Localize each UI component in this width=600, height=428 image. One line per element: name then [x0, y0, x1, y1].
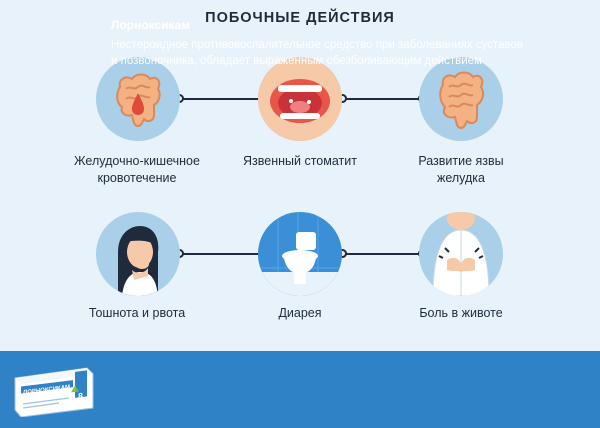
caption-abdominal-pain: Боль в животе: [371, 305, 551, 322]
connector-line: [179, 253, 263, 255]
footer-banner: [0, 351, 600, 428]
caption-line: желудка: [436, 171, 486, 185]
caption-stomatitis: Язвенный стоматит: [210, 153, 390, 170]
caption-line: Боль в животе: [419, 306, 503, 320]
package-brand: ЛОРНОКСИКАМ: [23, 385, 70, 397]
page-title: ПОБОЧНЫЕ ДЕЙСТВИЯ: [205, 10, 395, 26]
caption-line: Тошнота и рвота: [88, 306, 186, 320]
caption-diarrhea: Диарея: [210, 305, 390, 322]
caption-line: Диарея: [278, 306, 322, 320]
connector-line: [179, 98, 263, 100]
intestine-icon: [419, 57, 503, 141]
caption-line: кровотечение: [97, 171, 177, 185]
caption-ulcer: Развитие язвы желудка: [371, 153, 551, 187]
connector-line: [341, 253, 423, 255]
stomach-pain-icon: [419, 212, 503, 296]
caption-line: Желудочно-кишечное: [74, 154, 200, 168]
footer-description: Нестероидное противовоспалительное средс…: [111, 37, 591, 69]
caption-gi-bleeding: Желудочно-кишечное кровотечение: [47, 153, 227, 187]
footer-description-line: и позвоночника, обладает выраженным обез…: [111, 55, 482, 67]
intestine-bleeding-icon: [96, 57, 180, 141]
caption-nausea: Тошнота и рвота: [47, 305, 227, 322]
package-number: 8: [78, 391, 83, 402]
connector-line: [341, 98, 423, 100]
medicine-box-icon: ЛОРНОКСИКАМ 8: [14, 367, 94, 417]
footer-description-line: Нестероидное противовоспалительное средс…: [111, 39, 523, 51]
caption-line: Развитие язвы: [418, 154, 504, 168]
caption-line: Язвенный стоматит: [243, 154, 357, 168]
nauseous-woman-icon: [96, 212, 180, 296]
toilet-icon: [258, 212, 342, 296]
open-mouth-icon: [258, 57, 342, 141]
footer-title: Лорноксикам: [111, 18, 191, 32]
